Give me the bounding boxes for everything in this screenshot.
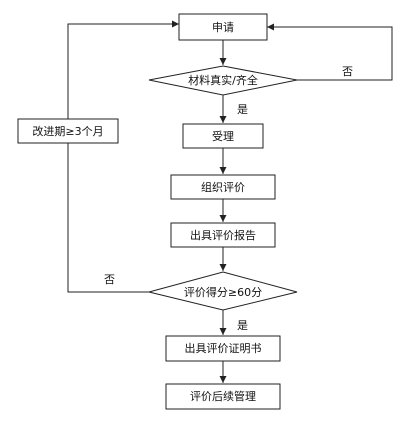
edge-label-materials-no: 否 (342, 65, 353, 78)
node-apply: 申请 (178, 13, 268, 41)
node-score-check: 评价得分≥60分 (148, 271, 298, 311)
node-certificate-label: 出具评价证明书 (185, 341, 262, 355)
node-retry: 改进期≥3个月 (17, 118, 119, 144)
node-organize: 组织评价 (170, 174, 276, 200)
node-certificate: 出具评价证明书 (165, 335, 281, 362)
edge-label-score-no: 否 (104, 273, 115, 286)
node-followup-label: 评价后续管理 (190, 389, 256, 403)
node-followup: 评价后续管理 (165, 383, 281, 410)
arrow-materials-no-to-apply (267, 23, 393, 81)
node-apply-label: 申请 (212, 21, 234, 34)
node-accept-label: 受理 (212, 130, 234, 143)
node-report: 出具评价报告 (170, 222, 276, 248)
edge-label-materials-yes: 是 (237, 103, 248, 116)
node-materials-check: 材料真实/齐全 (148, 65, 298, 96)
node-report-label: 出具评价报告 (190, 228, 256, 242)
node-score-check-label: 评价得分≥60分 (184, 286, 262, 299)
arrow-score-no-to-apply (67, 20, 179, 293)
node-retry-label: 改进期≥3个月 (32, 124, 103, 138)
node-organize-label: 组织评价 (201, 180, 245, 194)
node-accept: 受理 (182, 123, 264, 149)
edge-label-score-yes: 是 (237, 319, 248, 332)
node-materials-check-label: 材料真实/齐全 (188, 73, 258, 87)
